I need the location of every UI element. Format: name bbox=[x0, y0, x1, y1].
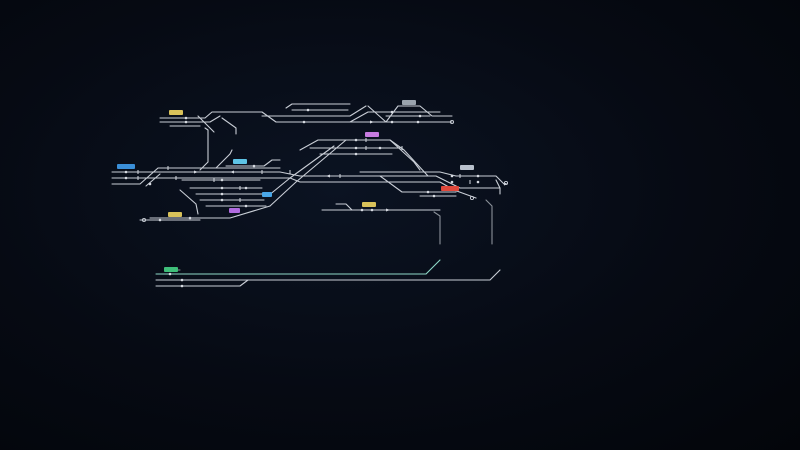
signal-light[interactable] bbox=[220, 198, 224, 202]
track-segment[interactable] bbox=[379, 175, 457, 193]
signal-light[interactable] bbox=[302, 120, 306, 124]
track-segment[interactable] bbox=[159, 115, 221, 123]
track-segment[interactable] bbox=[485, 199, 493, 245]
signal-light[interactable] bbox=[184, 116, 188, 120]
end-stop bbox=[503, 180, 509, 186]
end-stop bbox=[141, 217, 147, 223]
end-stop bbox=[469, 195, 475, 201]
end-stop bbox=[449, 119, 455, 125]
signal-light[interactable] bbox=[168, 272, 172, 276]
signal-light[interactable] bbox=[416, 120, 420, 124]
station-label-s5[interactable] bbox=[233, 159, 247, 164]
right-branch bbox=[321, 199, 493, 245]
direction-arrow-icon bbox=[194, 170, 198, 174]
signals bbox=[124, 108, 480, 288]
main-trunk bbox=[111, 167, 505, 199]
signal-light[interactable] bbox=[306, 108, 310, 112]
end-stops bbox=[141, 119, 509, 223]
signal-light[interactable] bbox=[354, 146, 358, 150]
station-label-s3[interactable] bbox=[365, 132, 379, 137]
signal-light[interactable] bbox=[244, 186, 248, 190]
station-label-s10[interactable] bbox=[229, 208, 240, 213]
track-segment[interactable] bbox=[111, 167, 281, 185]
track-segment[interactable] bbox=[197, 115, 215, 133]
station-label-s9[interactable] bbox=[168, 212, 182, 217]
track-segment[interactable] bbox=[111, 171, 501, 189]
track-ticks bbox=[137, 138, 471, 202]
station-label-s6[interactable] bbox=[460, 165, 474, 170]
signal-light[interactable] bbox=[450, 180, 454, 184]
signal-light[interactable] bbox=[252, 164, 256, 168]
left-yard bbox=[179, 149, 281, 215]
track-segment[interactable] bbox=[267, 145, 335, 197]
track-segment[interactable] bbox=[199, 127, 209, 171]
signal-light[interactable] bbox=[450, 174, 454, 178]
track-segment[interactable] bbox=[367, 105, 453, 123]
signal-light[interactable] bbox=[390, 110, 394, 114]
upper-central-yard bbox=[261, 103, 453, 123]
track-segment[interactable] bbox=[145, 173, 161, 187]
signal-light[interactable] bbox=[220, 186, 224, 190]
signal-light[interactable] bbox=[426, 190, 430, 194]
signal-light[interactable] bbox=[354, 138, 358, 142]
station-label-s1[interactable] bbox=[169, 110, 183, 115]
signal-light[interactable] bbox=[354, 152, 358, 156]
track-segment[interactable] bbox=[389, 139, 421, 171]
track-segment[interactable] bbox=[221, 117, 237, 135]
station-label-s8[interactable] bbox=[262, 192, 272, 197]
direction-arrow-icon bbox=[370, 120, 374, 124]
signal-light[interactable] bbox=[124, 170, 128, 174]
station-label-s7[interactable] bbox=[441, 186, 459, 191]
track-segment[interactable] bbox=[261, 111, 401, 123]
track-segment[interactable] bbox=[215, 149, 233, 169]
track-segment[interactable] bbox=[269, 139, 347, 207]
signal-light[interactable] bbox=[148, 182, 152, 186]
signal-light[interactable] bbox=[390, 120, 394, 124]
track-segment[interactable] bbox=[335, 203, 353, 211]
track-segment[interactable] bbox=[149, 205, 271, 219]
signal-light[interactable] bbox=[124, 176, 128, 180]
track-segment[interactable] bbox=[155, 279, 249, 287]
lower-loop bbox=[155, 259, 501, 287]
signal-light[interactable] bbox=[476, 180, 480, 184]
track-segment[interactable] bbox=[285, 103, 351, 109]
track-segment[interactable] bbox=[155, 259, 441, 275]
track-segment[interactable] bbox=[179, 189, 199, 215]
signal-light[interactable] bbox=[220, 178, 224, 182]
station-label-s12[interactable] bbox=[164, 267, 178, 272]
track-segment[interactable] bbox=[111, 177, 477, 199]
track-segment[interactable] bbox=[433, 211, 441, 245]
station-label-s2[interactable] bbox=[402, 100, 416, 105]
direction-arrow-icon bbox=[326, 174, 330, 178]
track-segment[interactable] bbox=[225, 159, 281, 167]
signal-light[interactable] bbox=[370, 208, 374, 212]
track-segment[interactable] bbox=[261, 105, 367, 117]
track-tick bbox=[137, 138, 471, 202]
signal-light[interactable] bbox=[360, 208, 364, 212]
signal-light[interactable] bbox=[180, 284, 184, 288]
signal-light[interactable] bbox=[244, 204, 248, 208]
signal-light[interactable] bbox=[220, 192, 224, 196]
signal-light[interactable] bbox=[418, 114, 422, 118]
signal-light[interactable] bbox=[188, 216, 192, 220]
signal-light[interactable] bbox=[476, 174, 480, 178]
signal-light[interactable] bbox=[184, 120, 188, 124]
track-segment[interactable] bbox=[299, 139, 429, 177]
track-segment[interactable] bbox=[359, 171, 505, 185]
station-label-s11[interactable] bbox=[362, 202, 376, 207]
station-label-s4[interactable] bbox=[117, 164, 135, 169]
track-segment[interactable] bbox=[495, 179, 501, 195]
signal-light[interactable] bbox=[378, 146, 382, 150]
track-segment[interactable] bbox=[349, 105, 453, 123]
signal-light[interactable] bbox=[158, 218, 162, 222]
track-segment[interactable] bbox=[159, 111, 241, 119]
signal-light[interactable] bbox=[180, 278, 184, 282]
track-segment[interactable] bbox=[155, 269, 501, 281]
direction-arrow-icon bbox=[386, 208, 390, 212]
direction-arrow-icon bbox=[230, 170, 234, 174]
upper-left-yard bbox=[159, 111, 263, 171]
signal-light[interactable] bbox=[432, 194, 436, 198]
